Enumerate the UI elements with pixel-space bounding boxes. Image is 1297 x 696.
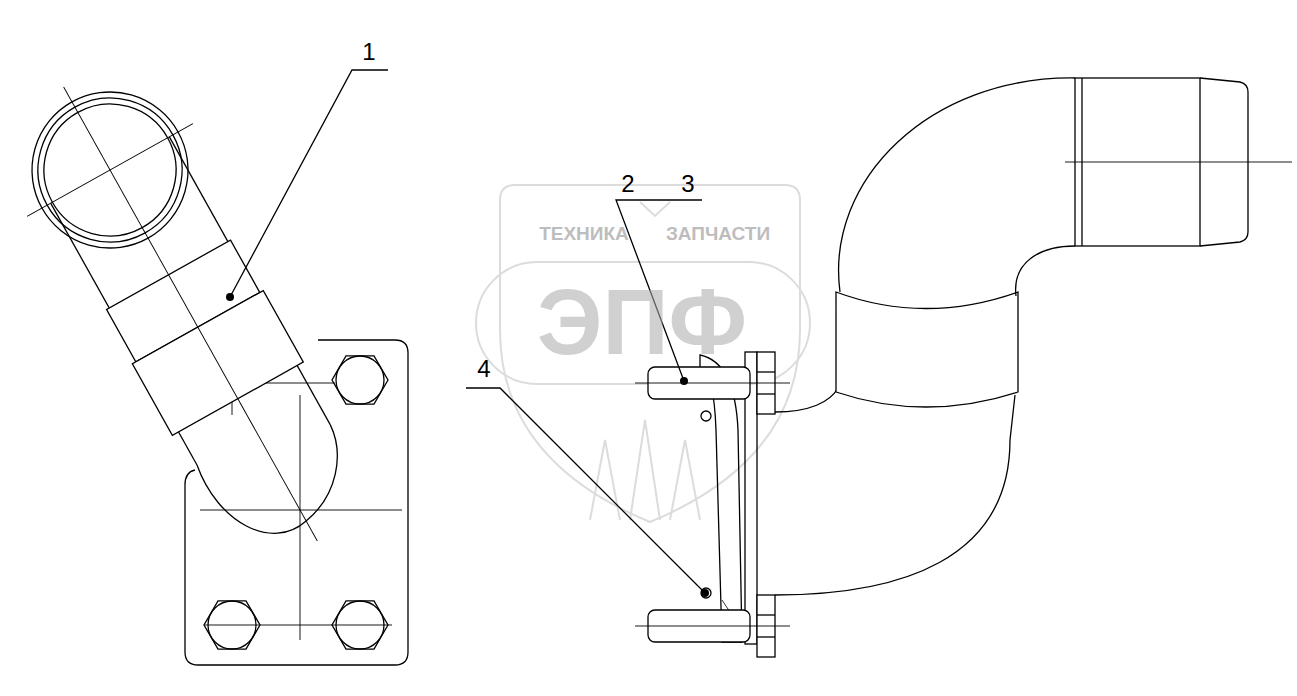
callout-number: 4	[477, 357, 490, 381]
watermark-logo: ЭПФ	[537, 276, 747, 368]
watermark-text: ЗАПЧАСТИ	[666, 224, 770, 243]
callout-number: 1	[362, 40, 375, 64]
watermark-text: ТЕХНИКА	[539, 224, 629, 243]
callout-number: 3	[681, 172, 694, 196]
callout-number: 2	[621, 172, 634, 196]
